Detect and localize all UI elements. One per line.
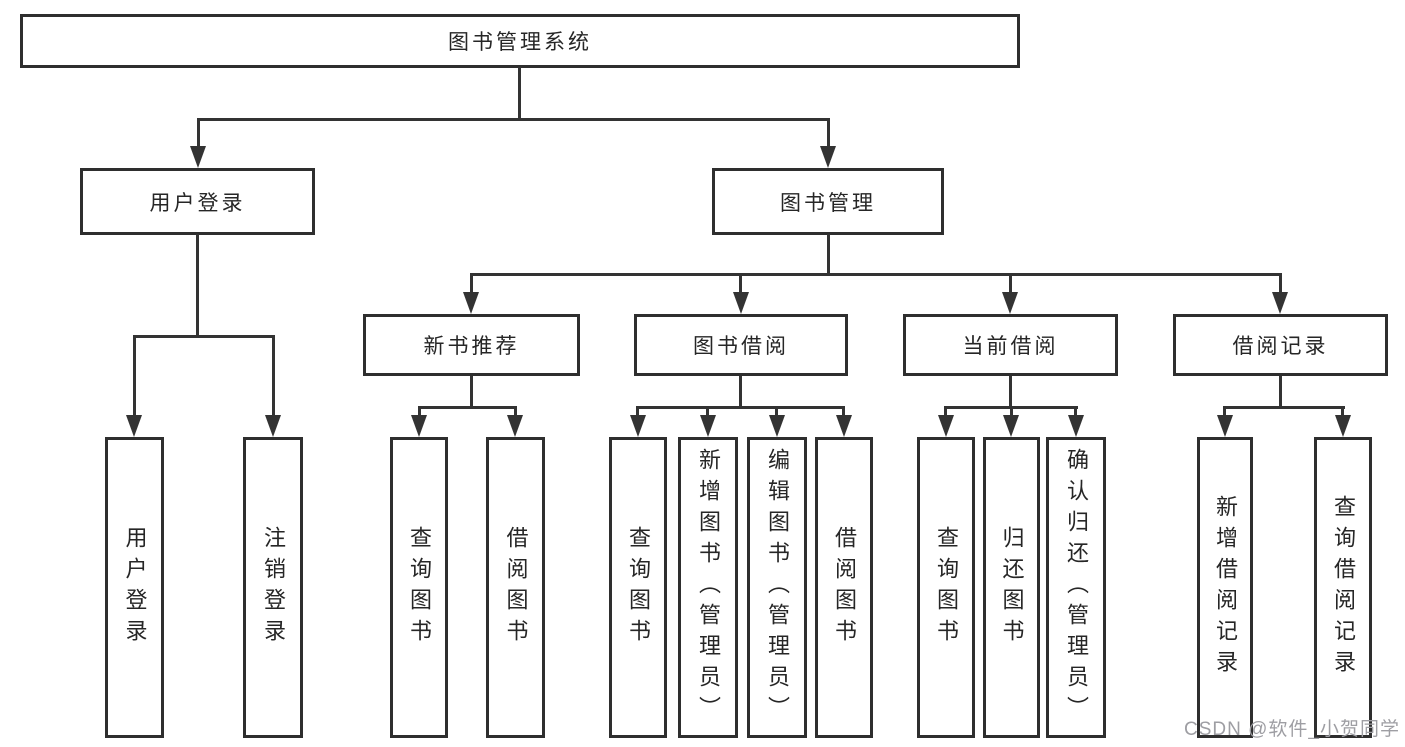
leaf-label: 注销登录 bbox=[261, 525, 286, 650]
arrowhead-return-books bbox=[1003, 415, 1019, 437]
leaf-label: 编辑图书（管理员） bbox=[765, 448, 790, 727]
arrowhead-borrow-books bbox=[836, 415, 852, 437]
connector-drop-new-book-recommend bbox=[470, 273, 473, 294]
leaf-label: 查询图书 bbox=[407, 525, 432, 650]
leaf-query-borrow-record: 查询借阅记录 bbox=[1314, 437, 1372, 738]
leaf-confirm-return-admin: 确认归还（管理员） bbox=[1046, 437, 1106, 738]
connector-drop-leaf-user-login bbox=[133, 335, 136, 418]
arrowhead-book-borrow bbox=[733, 292, 749, 314]
node-current-borrow: 当前借阅 bbox=[903, 314, 1118, 376]
connector-drop-edit-books bbox=[775, 406, 778, 418]
leaf-add-books-admin: 新增图书（管理员） bbox=[678, 437, 738, 738]
connector-level3-bus bbox=[470, 273, 1281, 276]
connector-drop-borrow-books-recommend bbox=[514, 406, 517, 418]
node-new-book-recommend: 新书推荐 bbox=[363, 314, 580, 376]
node-borrow-records: 借阅记录 bbox=[1173, 314, 1388, 376]
arrowhead-edit-books bbox=[769, 415, 785, 437]
connector-drop-user-login bbox=[197, 118, 200, 148]
connector-book-borrow-bus bbox=[636, 406, 845, 409]
connector-drop-current-borrow bbox=[1009, 273, 1012, 294]
csdn-watermark: CSDN @软件_小贺同学 bbox=[1184, 719, 1400, 740]
arrowhead-add-books bbox=[700, 415, 716, 437]
leaf-return-books: 归还图书 bbox=[983, 437, 1040, 738]
connector-drop-leaf-logout bbox=[272, 335, 275, 418]
arrowhead-borrow-records bbox=[1272, 292, 1288, 314]
leaf-label: 查询图书 bbox=[626, 525, 651, 650]
arrowhead-user-login bbox=[190, 146, 206, 168]
arrowhead-book-management bbox=[820, 146, 836, 168]
leaf-label: 用户登录 bbox=[122, 525, 148, 650]
connector-root-stem bbox=[518, 67, 521, 119]
connector-drop-borrow-records bbox=[1279, 273, 1282, 294]
connector-drop-add-borrow-record bbox=[1223, 406, 1226, 418]
leaf-label: 归还图书 bbox=[999, 525, 1025, 650]
leaf-edit-books-admin: 编辑图书（管理员） bbox=[747, 437, 807, 738]
leaf-query-books-borrow: 查询图书 bbox=[609, 437, 667, 738]
connector-drop-book-borrow bbox=[739, 273, 742, 294]
arrowhead-confirm-return bbox=[1068, 415, 1084, 437]
arrowhead-query-borrow-record bbox=[1335, 415, 1351, 437]
connector-drop-return-books bbox=[1010, 406, 1013, 418]
leaf-add-borrow-record: 新增借阅记录 bbox=[1197, 437, 1253, 738]
arrowhead-query-books-current bbox=[938, 415, 954, 437]
leaf-label: 借阅图书 bbox=[503, 525, 529, 650]
leaf-label: 新增图书（管理员） bbox=[696, 448, 721, 727]
arrowhead-query-books-recommend bbox=[411, 415, 427, 437]
arrowhead-add-borrow-record bbox=[1217, 415, 1233, 437]
connector-current-borrow-stem bbox=[1009, 376, 1012, 408]
arrowhead-current-borrow bbox=[1002, 292, 1018, 314]
leaf-label: 确认归还（管理员） bbox=[1064, 448, 1089, 727]
connector-drop-query-books-recommend bbox=[418, 406, 421, 418]
connector-drop-confirm-return bbox=[1074, 406, 1077, 418]
connector-drop-query-books-current bbox=[944, 406, 947, 418]
connector-drop-borrow-books bbox=[842, 406, 845, 418]
leaf-label: 借阅图书 bbox=[832, 525, 857, 650]
leaf-borrow-books-recommend: 借阅图书 bbox=[486, 437, 545, 738]
leaf-query-books-recommend: 查询图书 bbox=[390, 437, 448, 738]
leaf-user-login: 用户登录 bbox=[105, 437, 164, 738]
connector-user-login-stem bbox=[196, 234, 199, 338]
arrowhead-leaf-user-login bbox=[126, 415, 142, 437]
connector-borrow-records-stem bbox=[1279, 376, 1282, 408]
arrowhead-new-book-recommend bbox=[463, 292, 479, 314]
leaf-logout: 注销登录 bbox=[243, 437, 303, 738]
leaf-query-books-current: 查询图书 bbox=[917, 437, 975, 738]
arrowhead-leaf-logout bbox=[265, 415, 281, 437]
arrowhead-borrow-books-recommend bbox=[507, 415, 523, 437]
connector-user-login-bus bbox=[133, 335, 275, 338]
node-library-management-system: 图书管理系统 bbox=[20, 14, 1020, 68]
connector-borrow-records-bus bbox=[1223, 406, 1345, 409]
leaf-label: 查询借阅记录 bbox=[1331, 494, 1356, 681]
arrowhead-query-books-borrow bbox=[630, 415, 646, 437]
node-user-login: 用户登录 bbox=[80, 168, 315, 235]
connector-drop-query-borrow-record bbox=[1341, 406, 1344, 418]
connector-drop-book-management bbox=[827, 118, 830, 148]
leaf-label: 查询图书 bbox=[934, 525, 959, 650]
connector-new-book-bus bbox=[418, 406, 516, 409]
connector-drop-add-books bbox=[706, 406, 709, 418]
leaf-borrow-books: 借阅图书 bbox=[815, 437, 873, 738]
leaf-label: 新增借阅记录 bbox=[1213, 494, 1238, 681]
connector-new-book-stem bbox=[470, 376, 473, 408]
connector-book-borrow-stem bbox=[739, 376, 742, 408]
node-book-management: 图书管理 bbox=[712, 168, 944, 235]
node-book-borrow: 图书借阅 bbox=[634, 314, 848, 376]
connector-level1-bus bbox=[197, 118, 830, 121]
connector-book-management-stem bbox=[827, 234, 830, 276]
connector-drop-query-books-borrow bbox=[636, 406, 639, 418]
